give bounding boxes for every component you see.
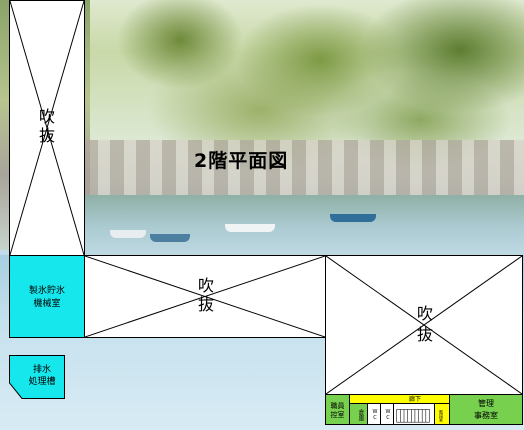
plan-title: 2階平面図 — [194, 150, 289, 172]
wc-room: WC — [367, 403, 381, 425]
boat-shape — [150, 234, 190, 242]
void-label: 吹 — [416, 304, 433, 323]
stair-room — [393, 403, 435, 425]
room-label: 廊下 — [408, 396, 421, 403]
boat-shape — [225, 224, 275, 232]
void-cross-lines — [10, 1, 84, 255]
void-right: 吹 抜 — [325, 255, 523, 395]
boat-shape — [330, 214, 376, 222]
void-center: 吹 抜 — [84, 255, 326, 338]
background-harbor — [84, 195, 524, 255]
wc-room: WC — [380, 403, 394, 425]
void-label: 吹 — [38, 107, 55, 126]
void-label: 吹 — [197, 276, 214, 295]
void-label: 抜 — [416, 325, 433, 344]
void-left: 吹 抜 — [9, 0, 85, 256]
ice-machine-room: 製氷貯氷 機械室 — [9, 255, 85, 338]
void-label: 抜 — [38, 126, 55, 145]
room-label: 倉庫 — [357, 409, 364, 421]
staff-lounge: 職員 控室 — [325, 394, 350, 425]
corridor-extension: 階段室 — [434, 403, 450, 425]
room-label: 階段室 — [439, 410, 444, 422]
room-label: WC — [372, 409, 378, 421]
room-label: 管理 — [478, 399, 494, 408]
room-label: 控室 — [330, 411, 345, 419]
stair-treads — [396, 409, 430, 423]
void-label: 抜 — [197, 295, 214, 314]
drainage-tank-shape — [9, 355, 65, 399]
void-cross-lines — [326, 256, 522, 394]
room-label: 事務室 — [474, 411, 498, 420]
room-label: 製氷貯氷 — [28, 286, 65, 296]
storage-room: 倉庫 — [349, 403, 368, 425]
management-office: 管理 事務室 — [449, 394, 523, 425]
room-label: 処理槽 — [28, 377, 56, 387]
room-label: 排水 — [32, 365, 51, 375]
room-label: 機械室 — [33, 299, 61, 309]
room-label: WC — [385, 409, 391, 421]
boat-shape — [110, 230, 146, 238]
drainage-tank: 排水 処理槽 — [9, 355, 65, 399]
room-label: 職員 — [330, 402, 345, 410]
void-cross-lines — [85, 256, 325, 337]
